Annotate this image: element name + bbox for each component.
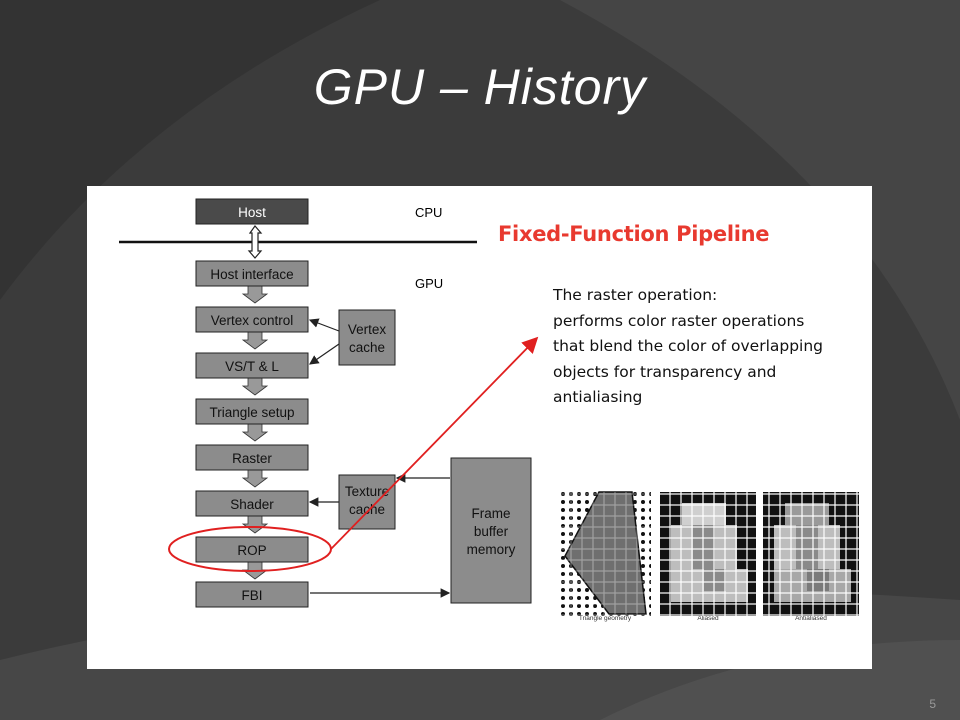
rop-description-line: objects for transparency and [553,362,777,381]
frame-buffer-line2: buffer [474,524,509,539]
stage-vertex-control-label: Vertex control [211,313,294,328]
stage-host [195,198,309,225]
stage-vertex-control [195,306,309,333]
stage-host-label: Host [238,205,266,220]
stage-vst-l-label: VS/T & L [225,359,279,374]
caption-triangle-geometry: Triangle geometry [579,615,632,622]
gpu-label: GPU [415,276,443,291]
stage-host-interface-label: Host interface [210,267,293,282]
stage-shader [195,490,309,517]
stage-fbi [195,581,309,608]
stage-triangle-setup [195,398,309,425]
pipeline-stages: Host Host interface Vertex control VS/T … [195,198,309,608]
bus-double-arrow [247,225,263,259]
antialiased-image [763,492,859,616]
frame-buffer-line1: Frame [471,506,510,521]
cpu-label: CPU [415,205,442,220]
stage-rop [195,536,309,563]
slide-title: GPU – History [313,59,647,115]
stage-shader-label: Shader [230,497,274,512]
vertex-cache-arrow-down [309,343,340,365]
stage-raster [195,444,309,471]
rop-description-line: antialiasing [553,388,643,406]
rop-description: The raster operation: performs color ras… [553,283,863,411]
frame-buffer-block [450,457,532,604]
stage-host-interface [195,260,309,287]
texture-cache-line1: Texture [345,484,389,499]
stage-vst-l [195,352,309,379]
stage-triangle-setup-label: Triangle setup [209,405,294,420]
pipeline-diagram: CPU GPU Host Host interface Vertex contr… [119,198,859,622]
vertex-cache-arrow-up [308,318,340,332]
aliased-image [660,492,756,616]
rop-description-line: performs color raster operations [553,311,805,330]
rop-description-line: that blend the color of overlapping [553,337,824,355]
stage-raster-label: Raster [232,451,272,466]
triangle-geometry-image [559,491,651,616]
stage-rop-label: ROP [237,543,266,558]
rop-description-line: The raster operation: [553,286,718,304]
caption-aliased: Aliased [697,615,719,622]
vertex-cache-line2: cache [349,340,385,355]
fixed-function-heading: Fixed-Function Pipeline [498,222,770,246]
texture-cache-block [338,474,396,530]
vertex-cache-block [338,309,396,366]
caption-antialiased: Antialiased [795,615,827,622]
frame-buffer-line3: memory [467,542,516,557]
rop-pointer-arrow [330,336,539,550]
stage-fbi-label: FBI [241,588,262,603]
vertex-cache-line1: Vertex [348,322,387,337]
stage-arrows [241,285,269,580]
page-number: 5 [929,697,936,711]
figure-panel: CPU GPU Host Host interface Vertex contr… [87,186,872,669]
texture-cache-line2: cache [349,502,385,517]
